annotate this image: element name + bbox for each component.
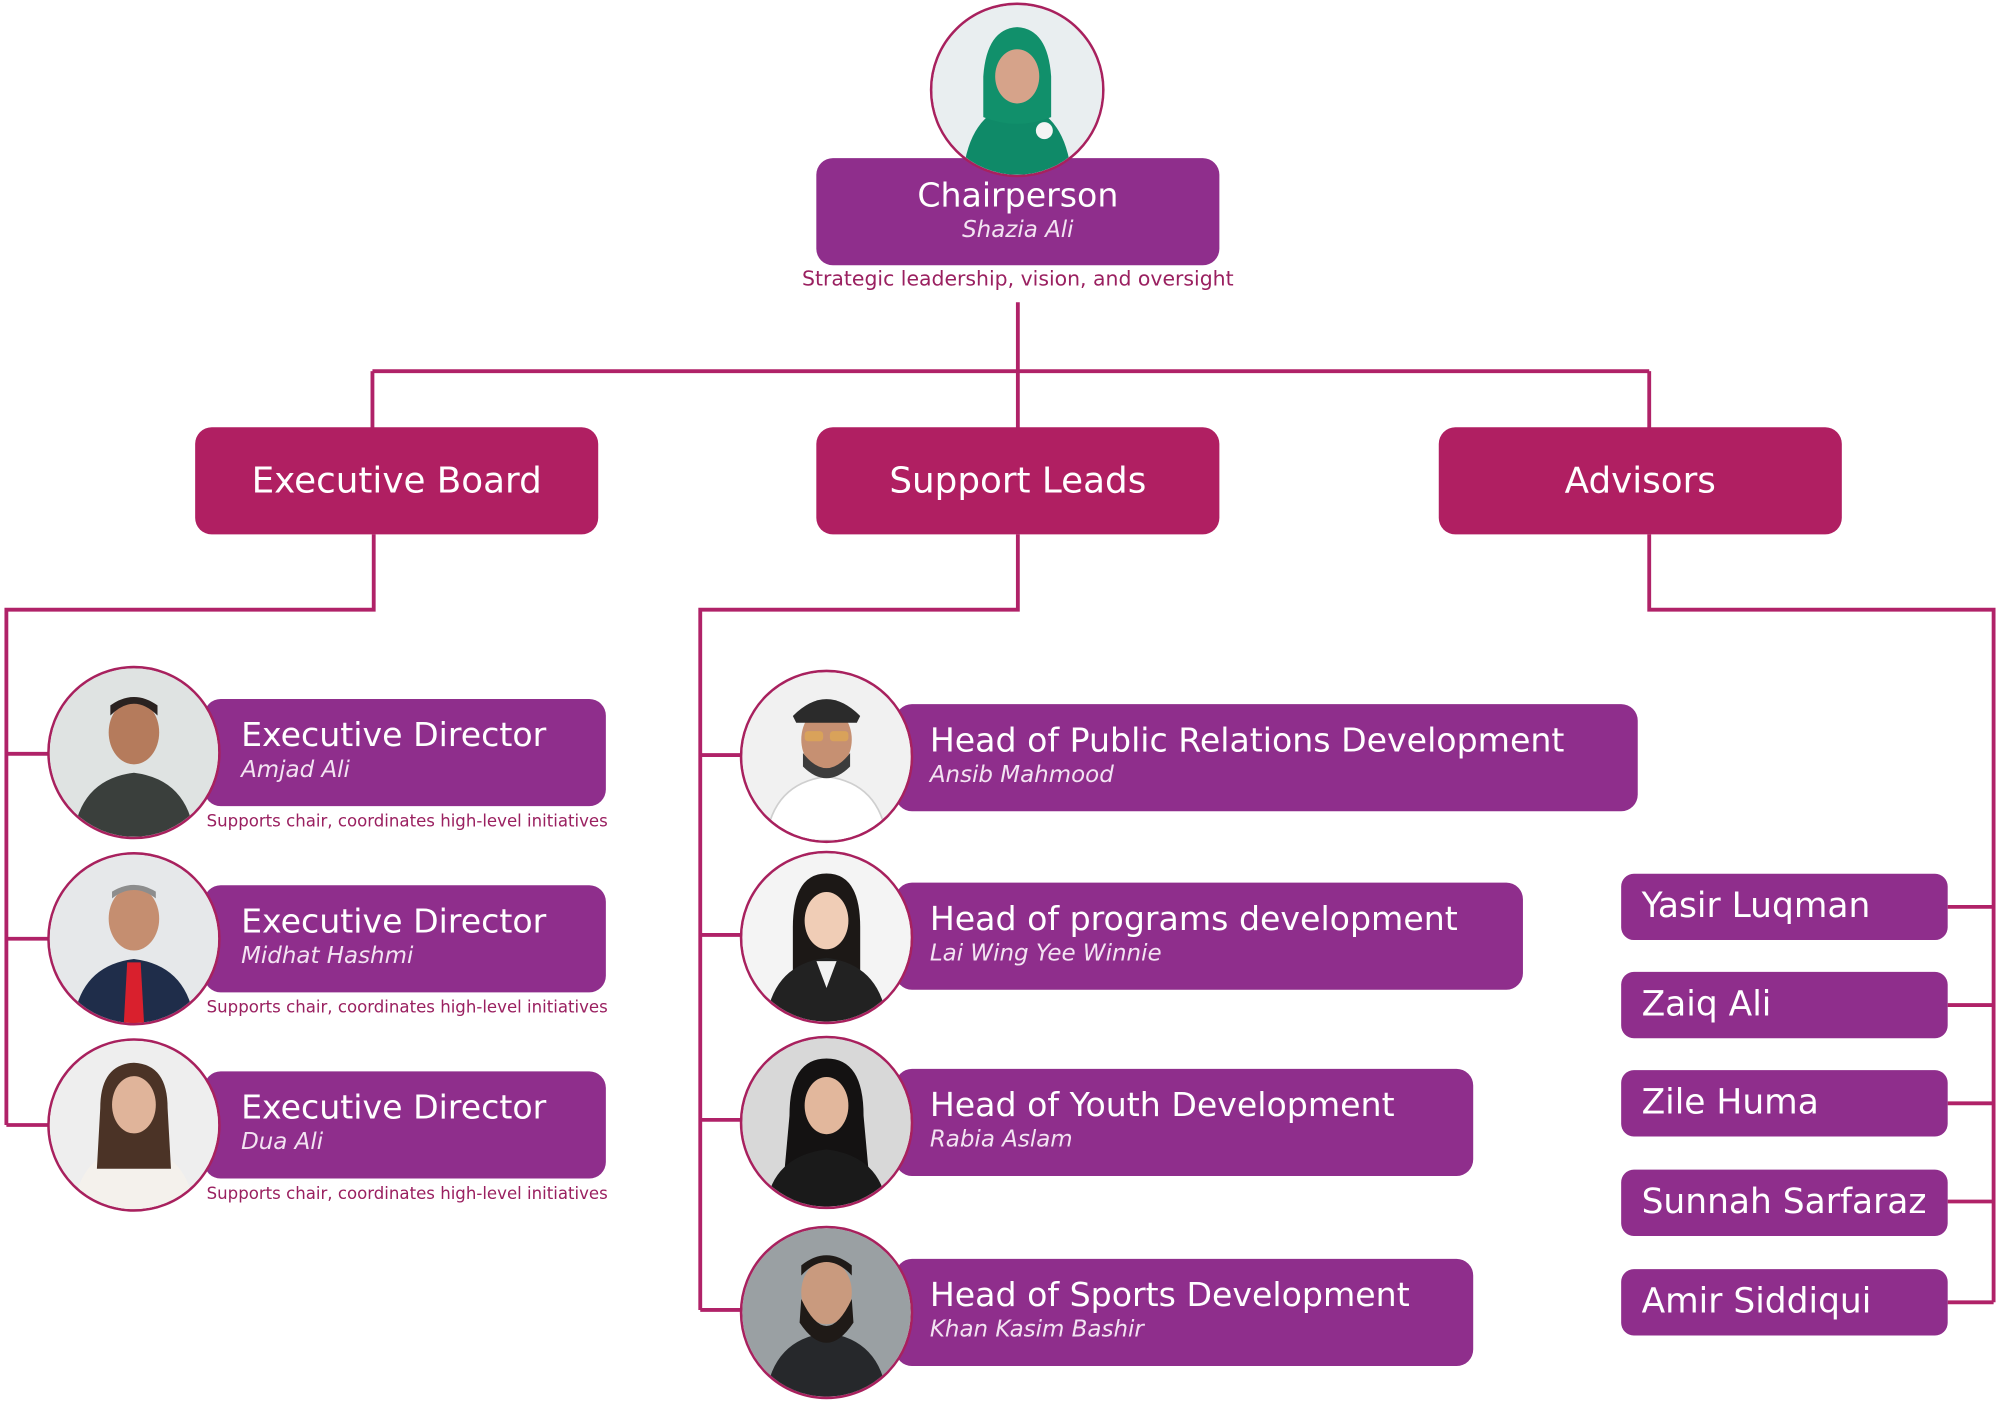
support-lead-name: Lai Wing Yee Winnie: [929, 940, 1162, 967]
support-lead-name: Ansib Mahmood: [929, 761, 1114, 789]
executive-description: Supports chair, coordinates high-level i…: [206, 1184, 608, 1205]
chairperson-description: Strategic leadership, vision, and oversi…: [802, 266, 1234, 291]
executive-card: Executive Director Midhat Hashmi: [204, 885, 606, 993]
advisor-name: Zile Huma: [1641, 1082, 1819, 1123]
executive-board-title: Executive Board: [251, 459, 542, 502]
executive-description: Supports chair, coordinates high-level i…: [206, 998, 608, 1018]
support-lead-card: Head of Youth Development Rabia Aslam: [895, 1068, 1474, 1177]
support-leads-title: Support Leads: [889, 459, 1147, 502]
person-photo-icon: [742, 853, 911, 1022]
support-lead-title: Head of programs development: [929, 900, 1458, 939]
connector-advisors-branch: [1647, 534, 1996, 1303]
support-lead-card: Head of Public Relations Development Ans…: [895, 704, 1638, 812]
person-photo-icon: [932, 5, 1103, 175]
person-photo-icon: [49, 854, 219, 1023]
executive-title: Executive Director: [241, 716, 547, 756]
executive-card: Executive Director Dua Ali: [204, 1071, 606, 1179]
support-lead-card: Head of programs development Lai Wing Ye…: [895, 882, 1523, 990]
person-photo-icon: [742, 672, 911, 841]
executive-photo-icon: [47, 665, 221, 840]
support-lead-photo-icon: [739, 669, 914, 844]
executive-name: Amjad Ali: [241, 756, 350, 784]
advisor-name: Amir Siddiqui: [1641, 1281, 1872, 1322]
connector-support-branch: [698, 534, 1020, 1310]
advisor-name: Sunnah Sarfaraz: [1641, 1182, 1927, 1222]
advisor-card: Zaiq Ali: [1621, 971, 1948, 1039]
advisors-box: Advisors: [1438, 427, 1842, 535]
person-photo-icon: [742, 1228, 911, 1397]
support-lead-title: Head of Sports Development: [929, 1276, 1410, 1316]
support-lead-name: Rabia Aslam: [929, 1126, 1073, 1154]
support-lead-card: Head of Sports Development Khan Kasim Ba…: [895, 1258, 1474, 1367]
executive-title: Executive Director: [241, 1089, 547, 1128]
executive-name: Midhat Hashmi: [241, 942, 414, 970]
executive-photo-icon: [47, 1038, 221, 1212]
person-photo-icon: [49, 668, 219, 837]
chairperson-name: Shazia Ali: [962, 216, 1074, 244]
advisor-name: Zaiq Ali: [1641, 984, 1772, 1025]
chairperson-photo-icon: [929, 2, 1105, 178]
support-lead-title: Head of Public Relations Development: [929, 721, 1565, 761]
advisor-card: Zile Huma: [1621, 1070, 1948, 1137]
executive-board-box: Executive Board: [195, 427, 599, 535]
support-leads-box: Support Leads: [816, 427, 1220, 535]
advisors-title: Advisors: [1564, 459, 1716, 502]
executive-card: Executive Director Amjad Ali: [204, 698, 606, 807]
executive-title: Executive Director: [241, 903, 547, 942]
connector-executive-branch: [4, 534, 376, 1125]
executive-description: Supports chair, coordinates high-level i…: [206, 812, 608, 832]
advisor-card: Amir Siddiqui: [1621, 1269, 1948, 1336]
person-photo-icon: [742, 1038, 911, 1207]
support-lead-name: Khan Kasim Bashir: [929, 1316, 1144, 1344]
executive-photo-icon: [47, 852, 221, 1026]
advisor-name: Yasir Luqman: [1641, 886, 1871, 927]
advisor-card: Sunnah Sarfaraz: [1621, 1169, 1948, 1236]
support-lead-photo-icon: [739, 1225, 914, 1400]
support-lead-photo-icon: [739, 1035, 914, 1210]
executive-name: Dua Ali: [241, 1128, 324, 1156]
support-lead-title: Head of Youth Development: [929, 1086, 1395, 1125]
chairperson-title: Chairperson: [917, 177, 1119, 216]
person-photo-icon: [49, 1040, 219, 1210]
advisor-card: Yasir Luqman: [1621, 873, 1948, 941]
support-lead-photo-icon: [739, 850, 914, 1025]
